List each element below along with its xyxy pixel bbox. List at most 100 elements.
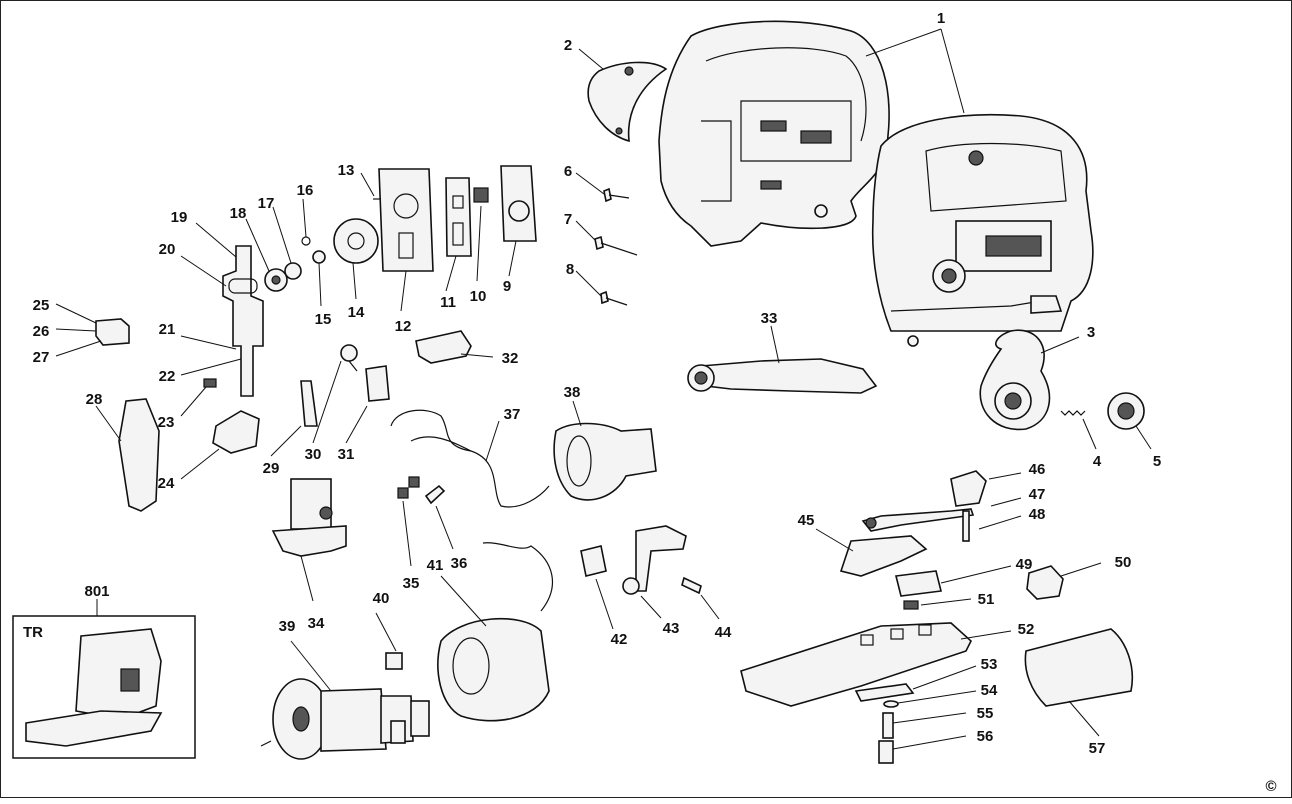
label-46: 46 <box>1029 461 1046 478</box>
screw-7 <box>575 220 638 256</box>
label-32: 32 <box>502 350 519 367</box>
label-28: 28 <box>86 391 103 408</box>
label-31: 31 <box>338 446 355 463</box>
lever-46 <box>950 470 1022 507</box>
label-3: 3 <box>1087 324 1095 341</box>
screw-6 <box>575 172 630 203</box>
label-37: 37 <box>504 406 521 423</box>
label-801: 801 <box>84 583 109 600</box>
plate-11 <box>445 177 472 292</box>
label-25: 25 <box>33 297 50 314</box>
screw-35 <box>397 487 412 567</box>
clip-25-27 <box>55 303 130 357</box>
bearing-17 <box>272 206 302 280</box>
bracket-45 <box>815 528 928 577</box>
roller-30 <box>312 344 358 444</box>
pin-13 <box>360 172 381 200</box>
plate-53 <box>854 665 977 702</box>
label-36: 36 <box>451 555 468 572</box>
label-10: 10 <box>470 288 487 305</box>
kit-box-tag: TR <box>23 624 43 641</box>
screw-23 <box>180 378 217 417</box>
label-57: 57 <box>1089 740 1106 757</box>
bracket-31 <box>345 365 390 444</box>
switch-lever-32 <box>415 330 494 364</box>
label-8: 8 <box>566 261 574 278</box>
label-43: 43 <box>663 620 680 637</box>
label-2: 2 <box>564 37 572 54</box>
label-33: 33 <box>761 310 778 327</box>
base-shoe-52 <box>740 622 1012 707</box>
label-24: 24 <box>158 475 175 492</box>
end-cap-50 <box>1026 562 1102 600</box>
label-18: 18 <box>230 205 247 222</box>
washer-15 <box>312 250 326 307</box>
roller-arm-43 <box>622 525 687 619</box>
kit-box-frame <box>12 599 196 759</box>
bearing-18 <box>245 218 288 292</box>
label-56: 56 <box>977 728 994 745</box>
label-17: 17 <box>258 195 275 212</box>
label-47: 47 <box>1029 486 1046 503</box>
screw-48 <box>962 510 1022 542</box>
part-labels: 1 2 3 4 5 6 7 8 9 10 11 12 13 14 15 16 1… <box>23 10 1277 795</box>
blade-clamp-24 <box>180 410 260 480</box>
label-34: 34 <box>308 615 325 632</box>
spring <box>1060 410 1097 450</box>
label-45: 45 <box>798 512 815 529</box>
label-14: 14 <box>348 304 365 321</box>
wires-37 <box>390 409 550 508</box>
label-55: 55 <box>977 705 994 722</box>
washer-54 <box>883 690 977 708</box>
label-13: 13 <box>338 162 355 179</box>
label-42: 42 <box>611 631 628 648</box>
dial-housing <box>979 329 1080 431</box>
copyright-symbol: © <box>1265 778 1276 795</box>
blade-guide-28 <box>95 398 160 512</box>
label-53: 53 <box>981 656 998 673</box>
label-16: 16 <box>297 182 314 199</box>
label-54: 54 <box>981 682 998 699</box>
clip-16 <box>301 198 311 246</box>
shaft-56 <box>878 735 967 764</box>
counterweight-14 <box>333 218 379 300</box>
label-26: 26 <box>33 323 50 340</box>
clip-42 <box>580 545 614 630</box>
label-30: 30 <box>305 446 322 463</box>
bush-10 <box>473 187 489 282</box>
armature-39 <box>260 640 430 760</box>
brush-holder-40 <box>375 612 406 744</box>
pin-44 <box>681 576 720 620</box>
side-cover <box>578 48 668 143</box>
label-11: 11 <box>440 294 456 311</box>
switch-34 <box>271 478 347 602</box>
lever-arm-47 <box>861 497 1022 532</box>
leader-1 <box>865 28 965 114</box>
label-49: 49 <box>1016 556 1033 573</box>
plate-29 <box>270 380 318 457</box>
speed-knob <box>1107 392 1152 450</box>
plate-12 <box>378 168 434 312</box>
label-27: 27 <box>33 349 50 366</box>
label-5: 5 <box>1153 453 1161 470</box>
label-35: 35 <box>403 575 420 592</box>
dust-tube-57 <box>1024 628 1134 737</box>
label-52: 52 <box>1018 621 1035 638</box>
pin-55 <box>882 712 967 739</box>
label-1: 1 <box>937 10 945 27</box>
plunger <box>180 222 264 397</box>
label-40: 40 <box>373 590 390 607</box>
screw-51 <box>903 598 972 610</box>
label-9: 9 <box>503 278 511 295</box>
label-7: 7 <box>564 211 572 228</box>
housing-right-half <box>871 113 1094 347</box>
label-12: 12 <box>395 318 412 335</box>
guide-plate-9 <box>500 165 537 277</box>
label-41: 41 <box>427 557 444 574</box>
stator-41 <box>437 542 554 722</box>
label-51: 51 <box>978 591 995 608</box>
label-20: 20 <box>159 241 176 258</box>
blade-guard-33 <box>687 325 878 394</box>
